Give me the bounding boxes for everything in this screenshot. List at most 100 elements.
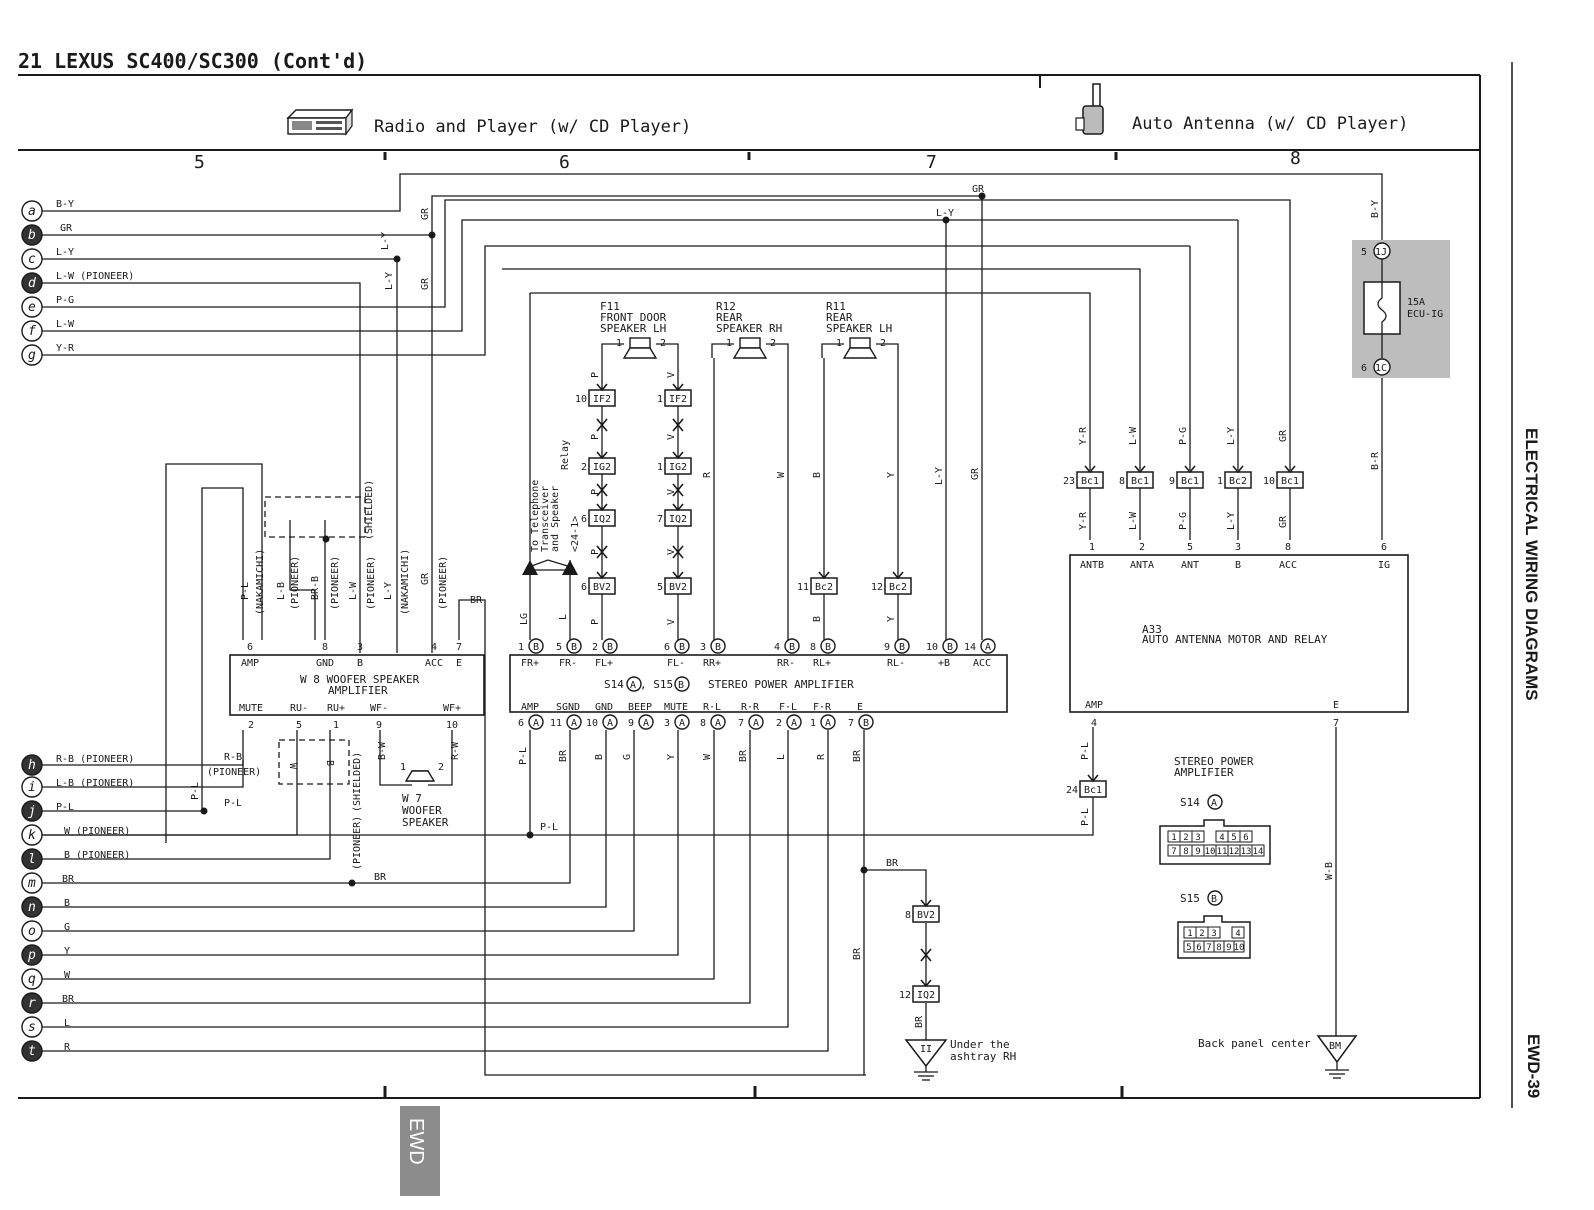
svg-text:3: 3 <box>1211 929 1216 939</box>
wire-labels-top: B-Y GR L-Y L-W (PIONEER) P-G L-W Y-R R-B… <box>56 199 134 1053</box>
terminal-k: k <box>21 824 43 846</box>
pin-label: +B <box>938 658 950 669</box>
svg-text:Bc2: Bc2 <box>815 582 833 593</box>
svg-text:GR: GR <box>1278 429 1289 442</box>
svg-text:IQ2: IQ2 <box>917 990 935 1001</box>
svg-text:GR: GR <box>60 223 73 234</box>
svg-text:(PIONEER): (PIONEER) <box>207 767 261 778</box>
svg-text:p: p <box>27 948 36 963</box>
svg-text:q: q <box>28 972 36 987</box>
svg-text:Y-R: Y-R <box>56 343 75 354</box>
svg-text:1: 1 <box>836 338 842 349</box>
stereo-amp-conn-prefix: S14 <box>604 678 624 691</box>
svg-text:L-B (PIONEER): L-B (PIONEER) <box>56 778 134 789</box>
terminal-a: a <box>21 200 43 222</box>
svg-text:ECU-IG: ECU-IG <box>1407 309 1443 320</box>
svg-text:G: G <box>64 922 70 933</box>
svg-text:Y: Y <box>886 472 897 478</box>
svg-text:11: 11 <box>1217 847 1228 857</box>
terminal-e: e <box>21 296 43 318</box>
svg-text:9: 9 <box>1195 847 1200 857</box>
svg-text:8: 8 <box>1119 476 1125 487</box>
svg-text:2: 2 <box>438 762 444 773</box>
svg-text:7: 7 <box>657 514 663 525</box>
pin-number: 14 <box>964 642 976 653</box>
svg-text:W: W <box>702 753 713 760</box>
terminal-n: n <box>21 896 43 918</box>
svg-text:P: P <box>590 434 601 440</box>
svg-text:6: 6 <box>1243 833 1248 843</box>
svg-text:A: A <box>715 718 721 729</box>
svg-text:ashtray RH: ashtray RH <box>950 1050 1016 1063</box>
svg-text:13: 13 <box>1241 847 1252 857</box>
pin-number: 7 <box>848 718 854 729</box>
svg-text:WOOFER: WOOFER <box>402 804 442 817</box>
pin-label: FR- <box>559 658 577 669</box>
svg-text:11: 11 <box>797 582 809 593</box>
pin-number: 4 <box>1091 718 1097 729</box>
pin-number: 8 <box>322 642 328 653</box>
svg-text:R-B (PIONEER): R-B (PIONEER) <box>56 754 134 765</box>
svg-text:SPEAKER RH: SPEAKER RH <box>716 322 782 335</box>
pin-label: B <box>357 658 363 669</box>
radio-header: Radio and Player (w/ CD Player) <box>374 117 691 137</box>
svg-text:B: B <box>1211 894 1217 905</box>
svg-text:W (PIONEER): W (PIONEER) <box>64 826 130 837</box>
svg-text:7: 7 <box>1206 943 1211 953</box>
svg-text:Transceiver: Transceiver <box>540 486 551 552</box>
grid-col-5: 5 <box>194 152 205 173</box>
svg-text:1: 1 <box>1171 833 1176 843</box>
svg-text:IG2: IG2 <box>593 462 611 473</box>
svg-text:P-L: P-L <box>56 802 74 813</box>
svg-text:BV2: BV2 <box>669 582 687 593</box>
pin-label: R·L <box>703 702 721 713</box>
svg-text:A: A <box>753 718 759 729</box>
pin-number: 1 <box>518 642 524 653</box>
svg-text:Y: Y <box>64 946 70 957</box>
pin-number: 9 <box>884 642 890 653</box>
svg-text:a: a <box>28 204 36 219</box>
telephone-note: To Telephone Transceiver and Speaker Rel… <box>519 440 581 625</box>
svg-text:A: A <box>533 718 539 729</box>
svg-text:Bc2: Bc2 <box>1229 476 1247 487</box>
svg-text:Back panel center: Back panel center <box>1198 1037 1311 1050</box>
terminal-r: r <box>21 992 43 1014</box>
svg-text:8: 8 <box>1216 943 1221 953</box>
pin-number: 6 <box>518 718 524 729</box>
svg-text:REAR: REAR <box>716 311 743 324</box>
svg-text:10: 10 <box>1205 847 1216 857</box>
fuse-ecu-ig: 1J 5 1C 6 15A ECU-IG <box>1352 240 1450 378</box>
svg-text:1C: 1C <box>1375 363 1387 374</box>
antenna-header: Auto Antenna (w/ CD Player) <box>1132 114 1408 134</box>
pin-number: 6 <box>247 642 253 653</box>
svg-text:V: V <box>666 489 677 495</box>
pin-label: MUTE <box>664 702 688 713</box>
pin-label: RL- <box>887 658 905 669</box>
svg-text:P: P <box>590 549 601 555</box>
pin-number: 3 <box>357 642 363 653</box>
pin-number: 8 <box>700 718 706 729</box>
svg-text:W: W <box>776 471 787 478</box>
pin-label: AMP <box>241 658 259 669</box>
svg-text:BR: BR <box>470 595 483 606</box>
svg-text:1J: 1J <box>1375 247 1387 258</box>
svg-text:(PIONEER): (PIONEER) <box>330 556 341 610</box>
svg-text:i: i <box>28 780 36 795</box>
side-title: ELECTRICAL WIRING DIAGRAMS <box>1522 428 1541 701</box>
svg-text:GR: GR <box>420 277 431 290</box>
svg-text:P-G: P-G <box>56 295 74 306</box>
stereo-amp-top-pins: FR+B1FR-B5FL+B2FL-B6RR+B3RR-B4RL+B8RL-B9… <box>518 638 996 669</box>
stereo-amp-bottom-pins: AMPA6SGNDA11GNDA10BEEPA9MUTEA3R·LA8R·RA7… <box>518 702 874 730</box>
svg-text:c: c <box>28 252 36 267</box>
svg-text:(SHIELDED): (SHIELDED) <box>364 480 375 540</box>
svg-text:IQ2: IQ2 <box>593 514 611 525</box>
